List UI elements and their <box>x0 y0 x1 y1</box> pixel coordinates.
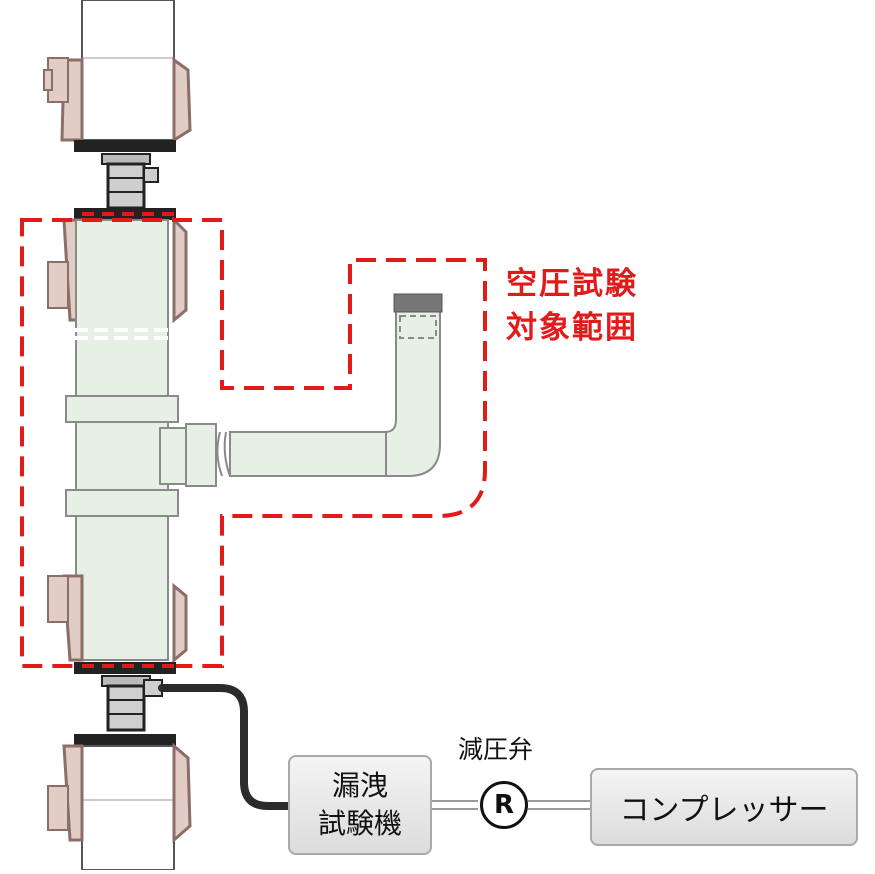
lower-section <box>47 662 192 871</box>
test-range-label: 空圧試験 対象範囲 <box>506 262 638 350</box>
leak-tester-label-line1: 漏洩 <box>331 769 388 802</box>
compressor-box: コンプレッサー <box>590 768 858 846</box>
bolt <box>47 575 69 623</box>
regulator-symbol: R <box>480 781 528 829</box>
gasket-plate <box>74 734 176 746</box>
test-range-outline <box>20 218 487 668</box>
air-line <box>432 800 590 810</box>
test-range-label-line2: 対象範囲 <box>506 310 638 346</box>
upper-bolt <box>43 57 69 103</box>
leak-tester-label-line2: 試験機 <box>317 807 402 840</box>
test-hose <box>158 684 292 810</box>
upper-section <box>43 0 192 220</box>
bolt <box>47 261 69 309</box>
lower-test-plug <box>106 679 163 732</box>
bolt <box>47 785 69 831</box>
regulator-label: 減圧弁 <box>458 735 534 764</box>
tested-pipe-section <box>47 216 443 664</box>
test-range-label-line1: 空圧試験 <box>506 266 638 302</box>
gasket-plate <box>74 140 176 152</box>
leak-tester-box: 漏洩 試験機 <box>288 755 432 855</box>
compressor-label: コンプレッサー <box>619 793 829 828</box>
upper-test-plug <box>106 162 159 210</box>
